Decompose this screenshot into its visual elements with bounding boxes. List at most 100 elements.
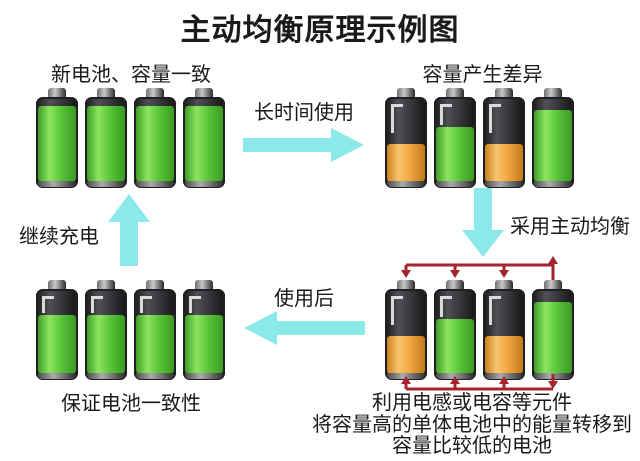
down-arrow-icon — [462, 188, 504, 257]
battery-shine — [42, 296, 54, 313]
battery-shine — [489, 104, 501, 133]
battery-cap-terminal — [397, 88, 415, 97]
battery-cap-terminal — [397, 280, 415, 289]
battery-body — [483, 97, 525, 188]
battery-group-capacity-diverged — [385, 88, 574, 188]
battery-body — [36, 97, 78, 188]
battery — [36, 280, 78, 380]
battery-body — [434, 97, 476, 188]
battery-base — [387, 181, 425, 187]
up-arrow-icon — [108, 194, 150, 266]
battery — [385, 280, 427, 380]
balance-bus-top — [401, 256, 558, 280]
battery — [85, 280, 127, 380]
battery-fill-level — [87, 315, 125, 374]
battery-shine — [140, 296, 152, 313]
battery-fill-level — [185, 315, 223, 374]
balancing-caption-line-1: 利用电感或电容等元件 — [372, 392, 572, 414]
battery-shine — [391, 296, 403, 325]
battery — [483, 280, 525, 380]
battery-body — [532, 97, 574, 188]
balancing-caption: 利用电感或电容等元件 将容量高的单体电池中的能量转移到 容量比较低的电池 — [298, 392, 640, 458]
battery-fill-level — [485, 336, 523, 374]
arrow-label-continue-charging: 继续充电 — [19, 226, 99, 248]
battery — [134, 88, 176, 188]
group-label-capacity-diverged: 容量产生差异 — [422, 64, 543, 86]
battery — [483, 88, 525, 188]
left-arrow-icon — [244, 311, 365, 345]
battery-body — [385, 97, 427, 188]
right-arrow-icon — [243, 128, 364, 162]
battery-cap-terminal — [146, 88, 164, 97]
battery-group-consistent — [36, 280, 225, 380]
battery-body — [483, 289, 525, 380]
battery-cap-terminal — [48, 280, 66, 289]
battery-body — [85, 289, 127, 380]
battery — [183, 280, 225, 380]
battery-cap-terminal — [446, 88, 464, 97]
battery-cap-terminal — [97, 280, 115, 289]
battery-fill-level — [387, 144, 425, 182]
battery-fill-level — [87, 106, 125, 182]
battery-cap-terminal — [48, 88, 66, 97]
battery-fill-level — [38, 106, 76, 182]
battery-body — [36, 289, 78, 380]
battery-shine — [440, 104, 452, 125]
battery — [385, 88, 427, 188]
group-label-new-batteries: 新电池、容量一致 — [51, 64, 211, 86]
battery-group-new-batteries — [36, 88, 225, 188]
battery-cap-terminal — [446, 280, 464, 289]
battery-fill-level — [136, 106, 174, 182]
battery-group-balancing — [385, 280, 574, 380]
arrow-label-after-use: 使用后 — [274, 288, 334, 310]
battery-body — [385, 289, 427, 380]
battery-cap-terminal — [495, 88, 513, 97]
battery-body — [434, 289, 476, 380]
battery-base — [136, 181, 174, 187]
battery-shine — [91, 296, 103, 313]
battery-cap-terminal — [544, 88, 562, 97]
balance-bus-bottom — [401, 374, 558, 391]
arrow-label-long-use: 长时间使用 — [254, 102, 354, 124]
battery-body — [134, 97, 176, 188]
battery-cap-terminal — [544, 280, 562, 289]
battery-fill-level — [436, 319, 474, 374]
group-label-consistency: 保证电池一致性 — [61, 393, 201, 415]
battery-fill-level — [387, 336, 425, 374]
page-title: 主动均衡原理示例图 — [180, 14, 460, 47]
balancing-caption-line-3: 容量比较低的电池 — [392, 435, 552, 457]
arrow-label-active-balancing: 采用主动均衡 — [510, 216, 630, 238]
battery-base — [136, 373, 174, 379]
battery-base — [485, 181, 523, 187]
battery-cap-terminal — [195, 88, 213, 97]
battery-base — [436, 181, 474, 187]
battery — [434, 88, 476, 188]
battery-shine — [440, 296, 452, 317]
battery-fill-level — [534, 110, 572, 182]
battery-cap-terminal — [495, 280, 513, 289]
battery — [434, 280, 476, 380]
battery-base — [87, 373, 125, 379]
battery — [85, 88, 127, 188]
battery-fill-level — [534, 302, 572, 374]
battery — [134, 280, 176, 380]
battery-base — [185, 373, 223, 379]
battery-cap-terminal — [195, 280, 213, 289]
battery — [183, 88, 225, 188]
battery-base — [185, 181, 223, 187]
battery-shine — [391, 104, 403, 133]
battery-fill-level — [485, 144, 523, 182]
battery-base — [87, 181, 125, 187]
battery-body — [85, 97, 127, 188]
battery-base — [534, 181, 572, 187]
battery-fill-level — [38, 315, 76, 374]
battery-shine — [489, 296, 501, 325]
battery-shine — [189, 296, 201, 313]
battery-body — [183, 97, 225, 188]
balancing-caption-line-2: 将容量高的单体电池中的能量转移到 — [312, 413, 632, 436]
battery-body — [532, 289, 574, 380]
battery-base — [38, 373, 76, 379]
battery-cap-terminal — [146, 280, 164, 289]
battery — [36, 88, 78, 188]
